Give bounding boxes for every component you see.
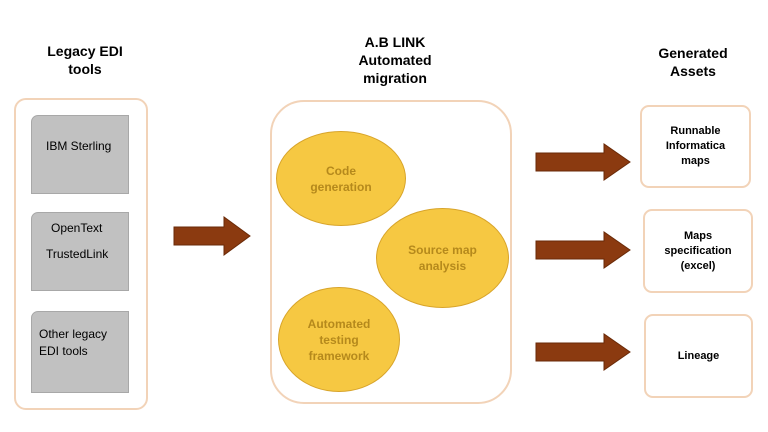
flow-arrow-icon [173,216,251,256]
flow-arrow-icon [535,143,631,181]
oval-label-line: Source map [408,243,477,257]
legacy-tool-label: Other legacy [39,327,108,341]
asset-label-line: Runnable [670,125,721,137]
code-generation-oval: Code generation [276,131,406,226]
oval-label-line: analysis [418,259,467,273]
asset-label-line: (excel) [680,259,716,272]
legacy-tool-ibm-sterling: IBM Sterling [31,115,129,194]
legacy-tool-label: EDI tools [39,344,88,358]
asset-runnable-informatica-maps: Runnable Informatica maps [640,105,751,188]
oval-label-line: framework [308,348,370,363]
legacy-tool-label: IBM Sterling [46,139,112,153]
asset-label-line: Maps [683,229,713,242]
asset-label-line: specification [664,244,732,257]
legacy-tool-opentext-trustedlink: OpenText TrustedLink [31,212,129,291]
oval-label-line: Code [326,163,356,178]
legacy-tools-header: Legacy EDI tools [20,42,150,78]
migration-header-line-2: Automated [358,52,432,68]
legacy-tool-label: OpenText [51,221,103,235]
assets-header-line-1: Generated [658,45,728,61]
asset-label-line: Lineage [677,349,720,362]
flow-arrow-icon [535,333,631,371]
migration-header-line-1: A.B LINK [364,34,426,50]
asset-lineage: Lineage [644,314,753,398]
source-map-analysis-oval: Source map analysis [376,208,509,308]
assets-header-line-2: Assets [670,63,716,79]
legacy-tool-label: TrustedLink [46,247,109,261]
legacy-tool-other: Other legacy EDI tools [31,311,129,393]
oval-label-line: generation [310,179,372,194]
generated-assets-header: Generated Assets [628,44,758,80]
asset-maps-specification: Maps specification (excel) [643,209,753,293]
automated-testing-framework-oval: Automated testing framework [278,287,400,392]
asset-label-line: Informatica [665,140,726,152]
migration-header: A.B LINK Automated migration [325,33,465,87]
oval-label-line: Automated [307,316,371,331]
migration-header-line-3: migration [363,70,427,86]
flow-arrow-icon [535,231,631,269]
legacy-header-line-2: tools [68,61,102,77]
asset-label-line: maps [681,155,710,167]
legacy-header-line-1: Legacy EDI [47,43,123,59]
oval-label-line: testing [319,332,359,347]
